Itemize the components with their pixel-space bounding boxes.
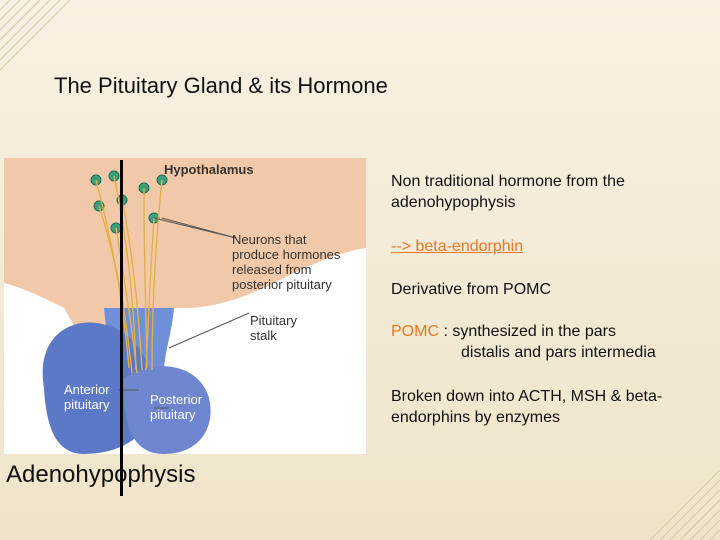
label-stalk-1: Pituitary: [250, 313, 297, 328]
pomc-rest-a: : synthesized in the pars: [439, 323, 616, 340]
text-pomc: POMC : synthesized in the pars distalis …: [391, 321, 711, 363]
adenohypophysis-label: Adenohypophysis: [6, 461, 196, 488]
label-posterior-2: pituitary: [150, 407, 196, 422]
corner-decoration-bottom-right: [650, 470, 720, 540]
pituitary-illustration: Hypothalamus Neurons that produce hormon…: [4, 158, 366, 454]
text-beta-endorphin: --> beta-endorphin: [391, 238, 524, 255]
label-anterior-2: pituitary: [64, 397, 110, 412]
label-neurons-4: posterior pituitary: [232, 277, 332, 292]
label-anterior-1: Anterior: [64, 382, 110, 397]
posterior-pituitary-shape: [123, 366, 211, 454]
label-neurons-2: produce hormones: [232, 247, 341, 262]
label-stalk-2: stalk: [250, 328, 277, 343]
label-posterior-1: Posterior: [150, 392, 203, 407]
pomc-rest-b: distalis and pars intermedia: [461, 344, 656, 361]
anterior-pituitary-shape: [42, 322, 155, 454]
pituitary-diagram: Hypothalamus Neurons that produce hormon…: [4, 158, 366, 454]
text-nontraditional: Non traditional hormone from the adenohy…: [391, 173, 625, 211]
axons-group: [95, 175, 163, 374]
text-broken-down: Broken down into ACTH, MSH & beta-endorp…: [391, 388, 663, 426]
label-neurons-1: Neurons that: [232, 232, 307, 247]
corner-decoration-top-left: [0, 0, 70, 70]
leader-lines: [119, 217, 250, 409]
divider-line: [120, 160, 123, 496]
label-hypothalamus: Hypothalamus: [164, 162, 254, 177]
text-derivative: Derivative from POMC: [391, 281, 552, 298]
slide-title: The Pituitary Gland & its Hormone: [54, 73, 388, 98]
pomc-keyword: POMC: [391, 323, 439, 340]
label-neurons-3: released from: [232, 262, 311, 277]
